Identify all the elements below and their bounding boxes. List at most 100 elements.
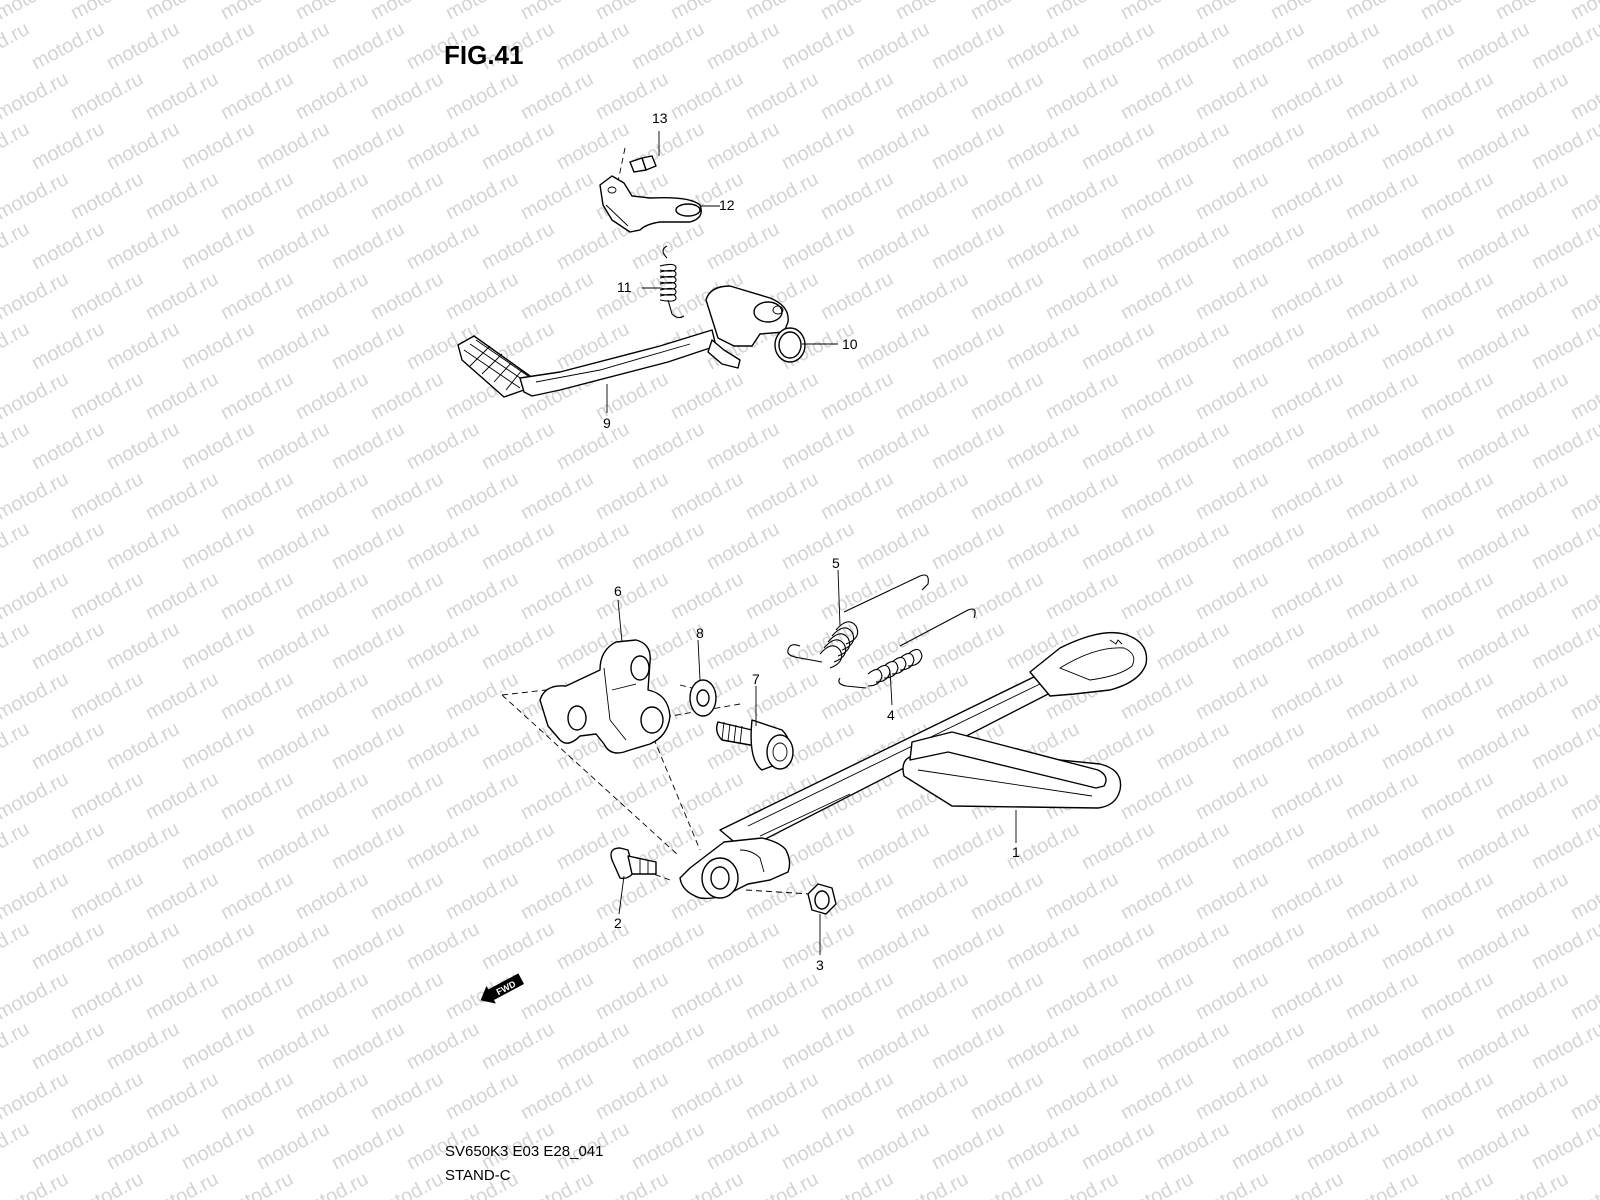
watermark-text: motod.ru <box>103 218 183 274</box>
watermark-text: motod.ru <box>292 568 372 624</box>
watermark-text: motod.ru <box>1528 818 1600 874</box>
watermark-text: motod.ru <box>928 1018 1008 1074</box>
watermark-text: motod.ru <box>517 168 597 224</box>
watermark-text: motod.ru <box>1417 668 1497 724</box>
watermark-text: motod.ru <box>1228 1118 1308 1174</box>
watermark-text: motod.ru <box>1078 518 1158 574</box>
watermark-text: motod.ru <box>0 968 72 1024</box>
watermark-text: motod.ru <box>1153 818 1233 874</box>
watermark-text: motod.ru <box>142 568 222 624</box>
outer-spring-part <box>787 574 929 669</box>
watermark-text: motod.ru <box>1192 168 1272 224</box>
watermark-text: motod.ru <box>592 968 672 1024</box>
callout-11: 11 <box>617 279 632 295</box>
watermark-text: motod.ru <box>178 418 258 474</box>
watermark-text: motod.ru <box>1378 1118 1458 1174</box>
watermark-text: motod.ru <box>517 968 597 1024</box>
watermark-text: motod.ru <box>703 118 783 174</box>
watermark-text: motod.ru <box>253 1018 333 1074</box>
watermark-text: motod.ru <box>142 368 222 424</box>
watermark-text: motod.ru <box>28 218 108 274</box>
watermark-text: motod.ru <box>1042 1168 1122 1200</box>
watermark-text: motod.ru <box>778 518 858 574</box>
watermark-text: motod.ru <box>103 318 183 374</box>
watermark-text: motod.ru <box>1117 1068 1197 1124</box>
watermark-text: motod.ru <box>1228 618 1308 674</box>
callout-leaders <box>606 131 1017 955</box>
watermark-text: motod.ru <box>1567 1168 1600 1200</box>
watermark-text: motod.ru <box>67 868 147 924</box>
watermark-text: motod.ru <box>817 468 897 524</box>
watermark-text: motod.ru <box>1378 618 1458 674</box>
watermark-text: motod.ru <box>28 418 108 474</box>
watermark-text: motod.ru <box>1228 518 1308 574</box>
watermark-text: motod.ru <box>928 218 1008 274</box>
watermark-text: motod.ru <box>328 1118 408 1174</box>
watermark-text: motod.ru <box>817 968 897 1024</box>
watermark-text: motod.ru <box>1228 418 1308 474</box>
watermark-text: motod.ru <box>1192 568 1272 624</box>
watermark-text: motod.ru <box>1492 268 1572 324</box>
watermark-text: motod.ru <box>0 318 33 374</box>
watermark-text: motod.ru <box>853 918 933 974</box>
watermark-text: motod.ru <box>292 168 372 224</box>
watermark-text: motod.ru <box>1492 868 1572 924</box>
watermark-text: motod.ru <box>778 18 858 74</box>
watermark-text: motod.ru <box>142 768 222 824</box>
watermark-text: motod.ru <box>67 0 147 24</box>
watermark-text: motod.ru <box>1342 68 1422 124</box>
watermark-text: motod.ru <box>217 568 297 624</box>
watermark-text: motod.ru <box>1192 268 1272 324</box>
watermark-text: motod.ru <box>817 0 897 24</box>
watermark-text: motod.ru <box>928 818 1008 874</box>
watermark-text: motod.ru <box>0 918 33 974</box>
watermark-text: motod.ru <box>403 518 483 574</box>
watermark-text: motod.ru <box>1117 568 1197 624</box>
watermark-text: motod.ru <box>403 118 483 174</box>
watermark-text: motod.ru <box>1078 918 1158 974</box>
watermark-text: motod.ru <box>1303 1018 1383 1074</box>
watermark-text: motod.ru <box>442 268 522 324</box>
watermark-text: motod.ru <box>1417 268 1497 324</box>
watermark-text: motod.ru <box>892 968 972 1024</box>
watermark-text: motod.ru <box>0 118 33 174</box>
watermark-text: motod.ru <box>667 68 747 124</box>
watermark-text: motod.ru <box>67 768 147 824</box>
watermark-text: motod.ru <box>442 668 522 724</box>
watermark-text: motod.ru <box>0 1018 33 1074</box>
watermark-text: motod.ru <box>1492 768 1572 824</box>
watermark-text: motod.ru <box>403 718 483 774</box>
watermark-text: motod.ru <box>667 1068 747 1124</box>
watermark-text: motod.ru <box>517 568 597 624</box>
watermark-text: motod.ru <box>1528 318 1600 374</box>
watermark-text: motod.ru <box>817 168 897 224</box>
watermark-text: motod.ru <box>367 868 447 924</box>
watermark-text: motod.ru <box>742 968 822 1024</box>
watermark-text: motod.ru <box>1528 1118 1600 1174</box>
watermark-text: motod.ru <box>1003 918 1083 974</box>
watermark-text: motod.ru <box>1342 968 1422 1024</box>
watermark-text: motod.ru <box>292 368 372 424</box>
watermark-text: motod.ru <box>517 1168 597 1200</box>
watermark-text: motod.ru <box>853 1018 933 1074</box>
watermark-text: motod.ru <box>628 918 708 974</box>
watermark-text: motod.ru <box>1042 968 1122 1024</box>
watermark-text: motod.ru <box>442 468 522 524</box>
watermark-text: motod.ru <box>217 1068 297 1124</box>
watermark-text: motod.ru <box>292 0 372 24</box>
callout-5: 5 <box>832 555 840 571</box>
watermark-text: motod.ru <box>1342 1168 1422 1200</box>
watermark-text: motod.ru <box>67 268 147 324</box>
callout-8: 8 <box>696 625 704 641</box>
watermark-text: motod.ru <box>1378 518 1458 574</box>
watermark-text: motod.ru <box>178 318 258 374</box>
watermark-text: motod.ru <box>1078 1118 1158 1174</box>
watermark-text: motod.ru <box>967 868 1047 924</box>
watermark-text: motod.ru <box>328 218 408 274</box>
watermark-text: motod.ru <box>1342 168 1422 224</box>
watermark-text: motod.ru <box>178 218 258 274</box>
watermark-text: motod.ru <box>1267 468 1347 524</box>
watermark-text: motod.ru <box>703 18 783 74</box>
watermark-text: motod.ru <box>403 218 483 274</box>
watermark-text: motod.ru <box>853 18 933 74</box>
